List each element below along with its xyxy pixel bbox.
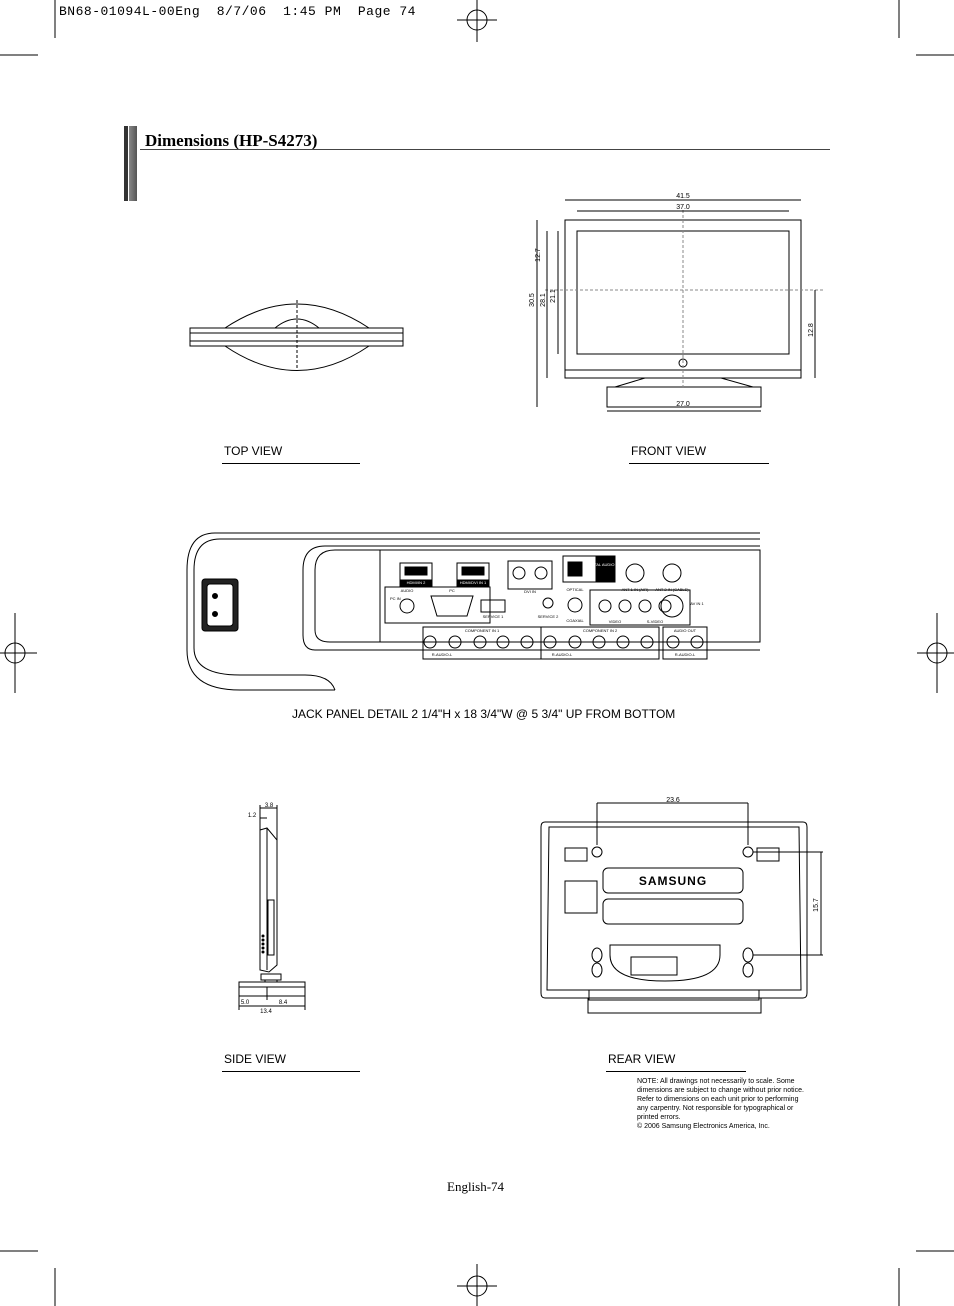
jp-service1: SERVICE 1 [483,614,505,619]
jp-optical: OPTICAL [566,587,584,592]
side-view-rule [222,1071,360,1072]
jp-digital-audio: DIGITAL AUDIO OUT [586,562,625,567]
side-top-b: 1.2 [248,813,257,819]
jp-ant-air: ANT 1 IN (AIR) [622,587,649,592]
jp-coaxial: COAXIAL [566,618,584,623]
jp-audio-lr-1: R-AUDIO-L [432,652,453,657]
jp-component2: COMPONENT IN 2 [583,628,618,633]
rear-vesa-width: 23.6 [666,797,680,804]
jp-hdmi1: HDMI/DVI IN 1 [460,580,487,585]
jp-pc: PC [449,588,455,593]
jack-panel-drawing: HDMI/IN 2 HDMI/DVI IN 1 DVI IN DIGITAL A… [186,532,761,691]
title-rule [140,149,830,150]
jp-audio-out: AUDIO OUT [674,628,697,633]
note-line: NOTE: All drawings not necessarily to sc… [637,1078,795,1085]
front-screen-height: 21.1 [550,289,557,303]
note-line: dimensions are subject to change without… [637,1087,804,1094]
top-view-label: TOP VIEW [224,444,283,458]
top-view-drawing [189,300,404,371]
jp-svideo: S-VIDEO [647,619,663,624]
side-top-a: 3.8 [265,803,274,809]
front-view-rule [629,463,769,464]
rear-view-rule [606,1071,746,1072]
jp-component1: COMPONENT IN 1 [465,628,500,633]
side-bottom-a: 5.0 [241,1000,250,1006]
note-line: any carpentry. Not responsible for typog… [637,1105,794,1112]
jp-pc-in: PC IN [390,596,401,601]
rear-vesa-height: 15.7 [813,898,820,912]
note-line: printed errors. [637,1114,681,1121]
jp-audio: AUDIO [401,588,414,593]
side-view-label: SIDE VIEW [224,1052,287,1066]
side-view-drawing: 3.8 1.2 5.0 8.4 13.4 [238,803,306,1015]
side-bottom-total: 13.4 [260,1009,272,1015]
jp-ant-cable: ANT 2 IN (CABLE) [655,587,689,592]
jp-av-in: AV IN 1 [690,601,704,606]
jack-panel-caption: JACK PANEL DETAIL 2 1/4"H x 18 3/4"W @ 5… [292,707,676,721]
print-header: BN68-01094L-00Eng 8/7/06 1:45 PM Page 74 [59,4,416,19]
disclaimer-note: NOTE: All drawings not necessarily to sc… [637,1077,817,1131]
side-bottom-b: 8.4 [279,1000,288,1006]
page-title: Dimensions (HP-S4273) [145,131,318,150]
note-line: Refer to dimensions on each unit prior t… [637,1096,799,1103]
jp-video: VIDEO [609,619,621,624]
rear-brand-logo: SAMSUNG [639,874,707,888]
front-height-no-stand: 28.1 [540,293,547,307]
jp-audio-lr-2: R-AUDIO-L [552,652,573,657]
rear-view-label: REAR VIEW [608,1052,676,1066]
front-right-height: 12.8 [808,323,815,337]
front-screen-width: 37.0 [676,204,690,211]
page-number: English-74 [447,1179,505,1194]
front-overall-width: 41.5 [676,193,690,200]
front-overall-height: 30.5 [529,293,536,307]
note-line: © 2006 Samsung Electronics America, Inc. [637,1123,770,1130]
top-view-rule [222,463,360,464]
jp-audio-lr-3: R-AUDIO-L [675,652,696,657]
front-view-label: FRONT VIEW [631,444,707,458]
jp-hdmi2: HDMI/IN 2 [407,580,426,585]
heading-bar-shade [129,126,137,201]
heading-bar [124,126,128,201]
front-stand-width: 27.0 [676,401,690,408]
front-top-offset: 12.7 [535,248,542,262]
jp-service2: SERVICE 2 [538,614,560,619]
front-view-drawing: 41.5 37.0 27.0 30.5 28.1 21.1 12.7 12.8 [529,193,825,412]
jp-dvi-in: DVI IN [524,589,536,594]
rear-view-drawing: SAMSUNG 23.6 15.7 [540,797,823,1014]
